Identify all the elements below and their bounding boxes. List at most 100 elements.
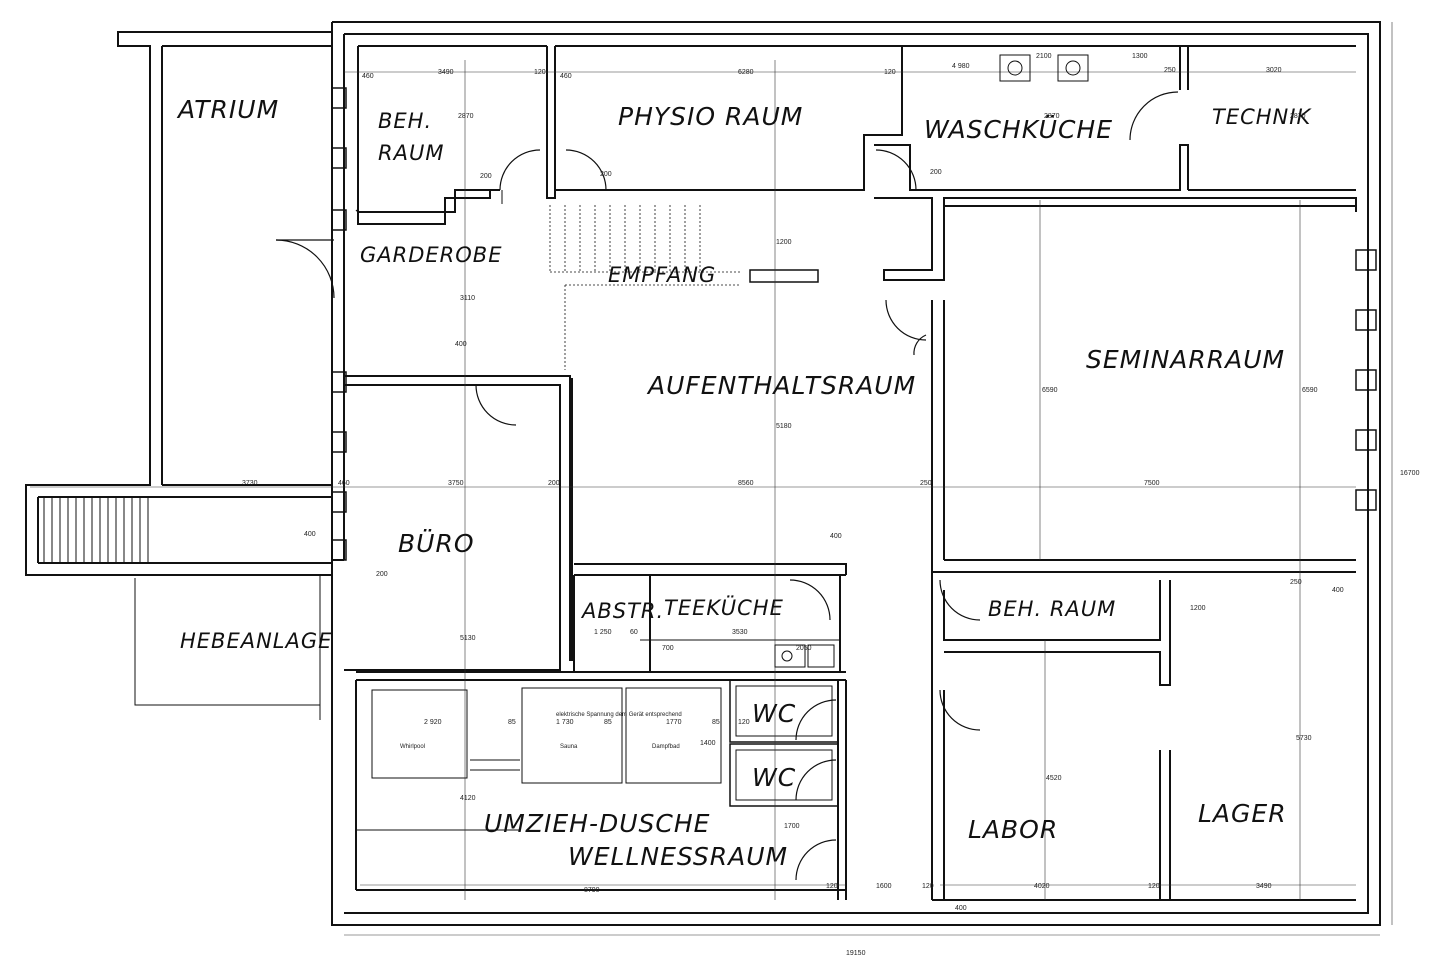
dim-label: 460: [362, 73, 374, 80]
interior-walls: [357, 45, 1357, 580]
buero-walls: [344, 375, 1356, 901]
dim-label: 120: [534, 69, 546, 76]
room-label-teekueche: TEEKÜCHE: [664, 595, 784, 620]
dim-label: 250: [1164, 67, 1176, 74]
sinks: [774, 54, 1089, 668]
dim-label: 6280: [738, 69, 754, 76]
room-label-aufenthaltsraum: AUFENTHALTSRAUM: [646, 371, 916, 400]
dim-label: 1700: [784, 823, 800, 830]
dim-label: 3730: [242, 480, 258, 487]
dim-label: 16700: [1400, 470, 1420, 477]
dim-label: 6590: [1042, 387, 1058, 394]
dim-label: 1600: [876, 883, 892, 890]
dim-label: 2870: [1290, 113, 1306, 120]
room-label-garderobe: GARDEROBE: [360, 243, 502, 267]
right-windows: [1355, 249, 1377, 511]
dim-label: 460: [560, 73, 572, 80]
dim-label: 250: [1290, 579, 1302, 586]
dim-label: 2870: [458, 113, 474, 120]
room-label-buero: BÜRO: [398, 529, 475, 558]
room-label-wc-1: WC: [752, 699, 796, 728]
dim-label: 120: [826, 883, 838, 890]
dim-label: 5180: [776, 423, 792, 430]
dim-label: 60: [630, 629, 638, 636]
fixture-label-sauna: Sauna: [560, 744, 578, 750]
dim-label: 4120: [460, 795, 476, 802]
dim-label: 400: [955, 905, 967, 912]
fixture-label-dampfbad: Dampfbad: [652, 744, 680, 750]
dim-label: 1770: [666, 719, 682, 726]
dim-label: 200: [548, 480, 560, 487]
fixture-label-note: elektrische Spannung dem Gerät entsprech…: [556, 712, 682, 718]
dim-label: 4520: [1046, 775, 1062, 782]
left-windows: [331, 87, 347, 561]
dim-label: 400: [304, 531, 316, 538]
room-label-wc-2: WC: [752, 763, 796, 792]
dim-label: 1200: [776, 239, 792, 246]
dim-label: 3110: [460, 295, 475, 302]
room-label-seminarraum: SEMINARRAUM: [1086, 345, 1285, 374]
dim-label: 1300: [1132, 53, 1148, 60]
room-label-atrium: ATRIUM: [176, 95, 279, 124]
outer-walls: [25, 21, 1381, 926]
dim-label: 2050: [796, 645, 812, 652]
dim-label: 2100: [1036, 53, 1052, 60]
dim-label: 3490: [1256, 883, 1272, 890]
empfang-stairs: [549, 205, 740, 370]
dim-label: 8790: [584, 887, 600, 894]
room-labels: ATRIUM BEH. RAUM PHYSIO RAUM WASCHKÜCHE …: [176, 95, 1312, 871]
dim-label: 2 920: [424, 719, 442, 726]
dim-label: 200: [930, 169, 942, 176]
room-label-umzieh-dusche: UMZIEH-DUSCHE: [484, 809, 710, 838]
dim-label: 400: [455, 341, 467, 348]
doors: [275, 91, 1179, 881]
dim-label: 3750: [448, 480, 464, 487]
dim-label: 200: [600, 171, 612, 178]
dim-label: 19150: [846, 950, 866, 957]
dim-label: 700: [662, 645, 674, 652]
dim-label: 1400: [700, 740, 716, 747]
dim-label: 3490: [438, 69, 454, 76]
dim-label: 120: [884, 69, 896, 76]
dimension-labels: 3490 120 6280 120 4 980 2100 1300 250 30…: [242, 53, 1420, 957]
dim-label: 8560: [738, 480, 754, 487]
fixture-labels: Whirlpool Sauna Dampfbad elektrische Spa…: [400, 712, 682, 750]
dim-label: 7500: [1144, 480, 1160, 487]
dim-label: 5730: [1296, 735, 1312, 742]
dim-label: 1200: [1190, 605, 1206, 612]
dim-label: 5130: [460, 635, 476, 642]
dim-label: 120: [1148, 883, 1160, 890]
room-label-beh-raum-1b: RAUM: [378, 141, 444, 165]
room-label-beh-raum-1: BEH.: [378, 109, 432, 133]
dim-label: 3020: [1266, 67, 1282, 74]
fixture-label-whirlpool: Whirlpool: [400, 744, 425, 750]
dim-label: 400: [830, 533, 842, 540]
dim-label: 85: [604, 719, 612, 726]
dim-label: 85: [712, 719, 720, 726]
room-label-empfang: EMPFANG: [608, 263, 716, 287]
dim-label: 85: [508, 719, 516, 726]
dim-label: 250: [920, 480, 932, 487]
room-label-hebeanlage: HEBEANLAGE: [180, 629, 332, 653]
room-label-waschkueche: WASCHKÜCHE: [924, 115, 1113, 144]
dim-label: 200: [480, 173, 492, 180]
dim-label: 1 250: [594, 629, 612, 636]
dim-label: 3530: [732, 629, 748, 636]
dim-label: 4 980: [952, 63, 970, 70]
dim-label: 1 730: [556, 719, 574, 726]
dim-label: 200: [376, 571, 388, 578]
room-label-lager: LAGER: [1198, 799, 1287, 828]
dim-label: 2870: [1044, 113, 1060, 120]
dim-label: 400: [1332, 587, 1344, 594]
room-label-labor: LABOR: [968, 815, 1058, 844]
room-label-beh-raum-2: BEH. RAUM: [988, 597, 1116, 621]
room-label-technik: TECHNIK: [1212, 105, 1312, 129]
dim-label: 460: [338, 480, 350, 487]
dim-label: 120: [738, 719, 750, 726]
room-label-physioraum: PHYSIO RAUM: [618, 102, 803, 131]
dim-label: 6590: [1302, 387, 1318, 394]
dim-label: 4020: [1034, 883, 1050, 890]
dimension-lines: [30, 22, 1393, 936]
dim-label: 120: [922, 883, 934, 890]
